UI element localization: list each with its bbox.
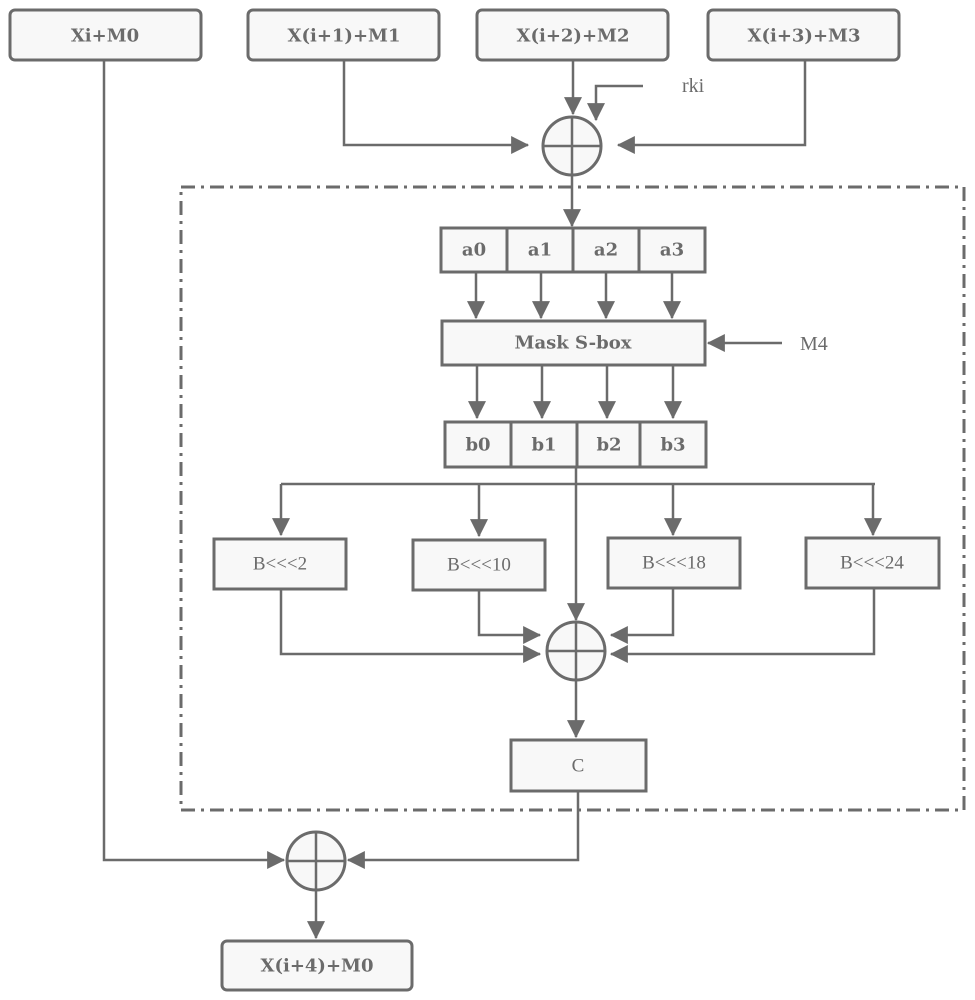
input-x2-label: X(i+2)+M2 [517, 26, 630, 47]
b-register: b0 b1 b2 b3 [443, 420, 708, 469]
x3-to-xor-line [616, 60, 807, 154]
x1-to-xor-line [342, 60, 530, 154]
rotate-10-box: B<<<10 [411, 538, 547, 592]
rotate-24-box: B<<<24 [804, 536, 941, 590]
rotate-10-label: B<<<10 [447, 555, 511, 576]
rotate-2-box: B<<<2 [212, 537, 348, 591]
input-box-x0: Xi+M0 [8, 8, 203, 62]
rot2-out-line [279, 589, 542, 663]
x0-to-xor-line [102, 60, 286, 869]
c-label: C [572, 756, 585, 777]
xor-bottom-icon [285, 830, 347, 892]
sbox-label: Mask S-box [515, 333, 632, 354]
a0-label: a0 [462, 240, 486, 261]
mask-sbox: Mask S-box [440, 319, 707, 367]
b1-label: b1 [531, 435, 556, 456]
rot24-out-line [609, 588, 876, 663]
rotate-18-label: B<<<18 [642, 553, 706, 574]
input-x1-label: X(i+1)+M1 [288, 26, 401, 47]
rotate-24-label: B<<<24 [840, 553, 904, 574]
output-label: X(i+4)+M0 [261, 956, 374, 977]
rotate-18-box: B<<<18 [606, 536, 742, 590]
xor-top-icon [541, 115, 603, 177]
round-key-label: rki [682, 75, 705, 97]
a3-label: a3 [660, 240, 684, 261]
input-x3-label: X(i+3)+M3 [748, 26, 861, 47]
f-function-region [179, 185, 966, 812]
xor-middle-icon [545, 620, 607, 682]
a2-label: a2 [594, 240, 618, 261]
a1-label: a1 [528, 240, 552, 261]
input-box-x3: X(i+3)+M3 [706, 8, 901, 62]
input-box-x2: X(i+2)+M2 [475, 8, 670, 62]
m4-label: M4 [800, 333, 828, 355]
rot10-out-line [477, 590, 542, 644]
c-box: C [509, 738, 648, 793]
c-to-xor-line [346, 791, 580, 869]
b0-label: b0 [465, 435, 490, 456]
b2-label: b2 [596, 435, 621, 456]
input-box-x1: X(i+1)+M1 [246, 8, 441, 62]
rot18-out-line [609, 588, 675, 644]
input-x0-label: Xi+M0 [71, 26, 139, 47]
rotate-2-label: B<<<2 [253, 554, 307, 575]
a-register: a0 a1 a2 a3 [439, 226, 707, 274]
output-box: X(i+4)+M0 [220, 939, 414, 992]
rk-to-xor-line [587, 84, 643, 122]
b3-label: b3 [660, 435, 685, 456]
